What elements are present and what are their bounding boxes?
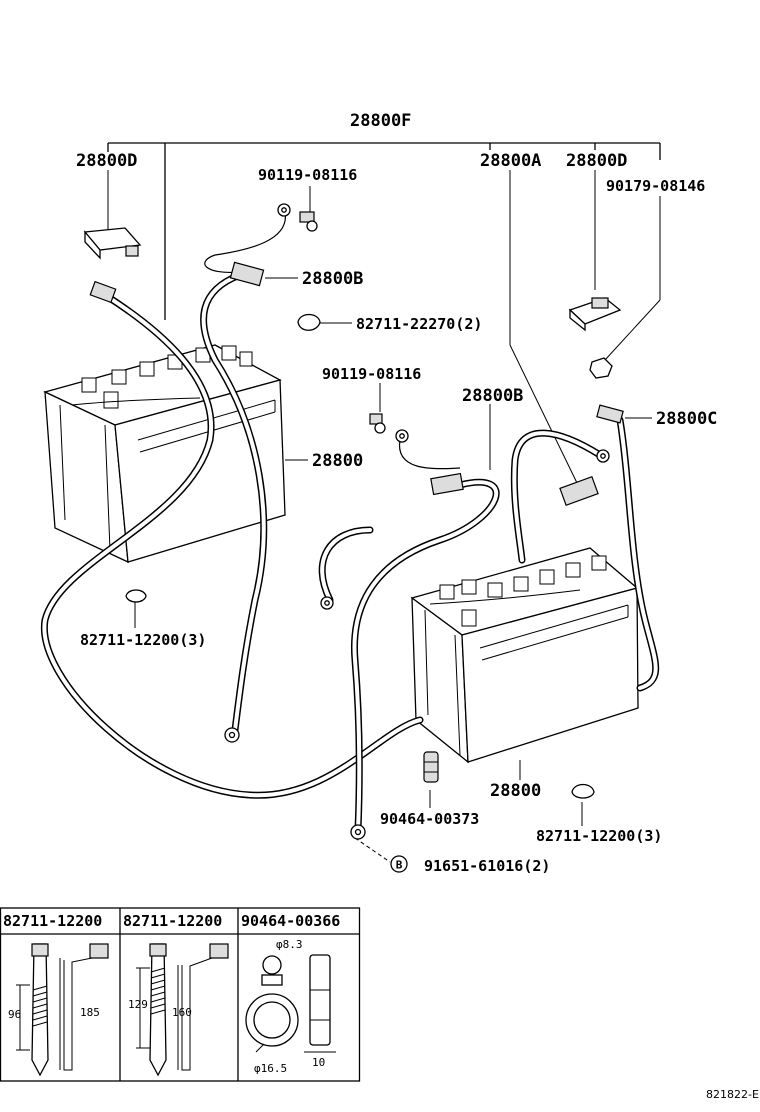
label-cover-right: 28800D xyxy=(566,151,627,171)
label-nut-right: 90179-08146 xyxy=(606,177,705,195)
detail-3-dim-a: φ8.3 xyxy=(276,938,303,951)
detail-2-dim-a: 129 xyxy=(128,998,148,1011)
part-labels: 28800F 28800D 28800A 28800D 90119-08116 … xyxy=(76,111,717,875)
assembly-bracket xyxy=(107,142,661,320)
label-battery-right: 28800 xyxy=(490,781,541,801)
label-bolt-top: 90119-08116 xyxy=(258,166,357,184)
detail-1-dim-a: 96 xyxy=(8,1008,21,1021)
diagram-code: 821822-E xyxy=(706,1088,759,1101)
leader-lines xyxy=(107,170,661,863)
detail-3-header: 90464-00366 xyxy=(241,912,340,930)
detail-2-header: 82711-12200 xyxy=(123,912,222,930)
label-cover-left: 28800D xyxy=(76,151,137,171)
detail-2-dim-b: 160 xyxy=(172,1006,192,1019)
detail-1-header: 82711-12200 xyxy=(3,912,102,930)
label-clip-left: 82711-12200(3) xyxy=(80,631,206,649)
label-bolt-ref: 91651-61016(2) xyxy=(424,857,550,875)
detail-3-dim-b: φ16.5 xyxy=(254,1062,287,1075)
detail-2-drawing: 129 160 xyxy=(128,943,229,1077)
label-battery-left: 28800 xyxy=(312,451,363,471)
ref-marker-circle xyxy=(390,855,408,873)
label-terminal-top: 28800B xyxy=(302,269,363,289)
ref-marker-b: B xyxy=(396,859,403,872)
label-clamp-top: 82711-22270(2) xyxy=(356,315,482,333)
detail-3-drawing: φ8.3 φ16.5 10 xyxy=(245,938,336,1075)
label-assembly: 28800F xyxy=(350,111,411,131)
cable-terminals xyxy=(89,203,624,840)
detail-panel: 82711-12200 82711-12200 90464-00366 96 xyxy=(0,907,361,1082)
terminal-covers xyxy=(83,227,622,332)
label-cable-c: 28800C xyxy=(656,409,717,429)
label-terminal-mid: 28800B xyxy=(462,386,523,406)
detail-1-dim-b: 185 xyxy=(80,1006,100,1019)
battery-left xyxy=(43,344,286,564)
label-bolt-mid: 90119-08116 xyxy=(322,365,421,383)
label-cable-neg: 28800A xyxy=(480,151,541,171)
cables xyxy=(40,211,660,834)
label-clip-bottom: 90464-00373 xyxy=(380,810,479,828)
detail-3-dim-c: 10 xyxy=(312,1056,325,1069)
hardware xyxy=(125,211,613,799)
battery-right xyxy=(410,547,639,764)
detail-1-drawing: 96 185 xyxy=(8,943,109,1077)
label-clip-right: 82711-12200(3) xyxy=(536,827,662,845)
